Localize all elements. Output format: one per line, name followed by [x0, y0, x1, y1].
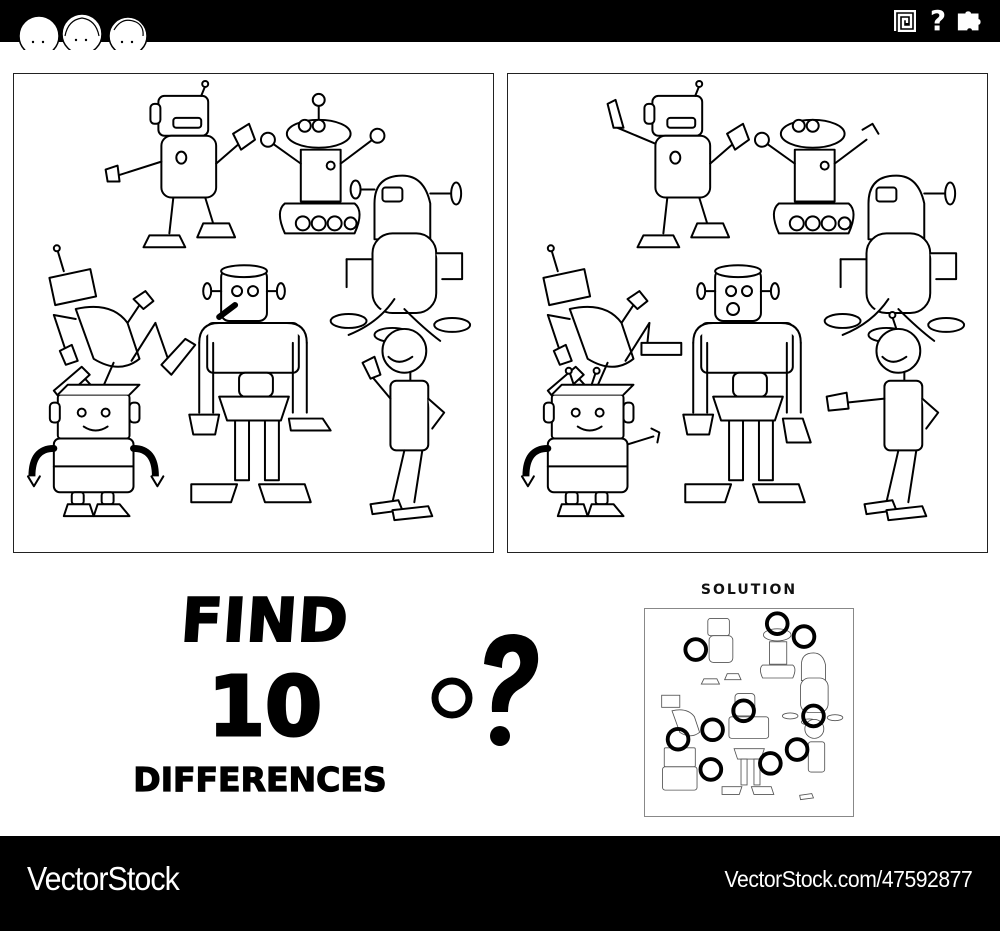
- puzzle-icon[interactable]: [956, 6, 986, 36]
- circle-question-decoration: [431, 634, 539, 746]
- brand-logo[interactable]: VectorStock: [27, 860, 180, 897]
- title-differences: DIFFERENCES: [133, 759, 388, 799]
- footer-bar: VectorStock VectorStock.com/47592877: [0, 836, 1000, 931]
- image-url[interactable]: VectorStock.com/47592877: [724, 866, 972, 892]
- circle-icon: [431, 677, 473, 719]
- question-mark-icon: [484, 634, 539, 712]
- top-bar: ?: [0, 0, 1000, 50]
- robots-illustration-original: [26, 79, 472, 522]
- help-question-icon[interactable]: ?: [929, 4, 947, 37]
- solution-label: SOLUTION: [700, 582, 798, 598]
- robots-illustration-changed: [520, 79, 966, 522]
- changed-picture-panel[interactable]: [507, 73, 988, 553]
- title-count: 10: [206, 659, 323, 757]
- kids-faces-logo-icon: [18, 13, 148, 50]
- original-picture-panel[interactable]: [13, 73, 494, 553]
- maze-icon[interactable]: [890, 6, 920, 36]
- solution-thumbnail[interactable]: [644, 608, 854, 817]
- solution-illustration: [661, 611, 844, 801]
- title-find: FIND: [178, 585, 352, 657]
